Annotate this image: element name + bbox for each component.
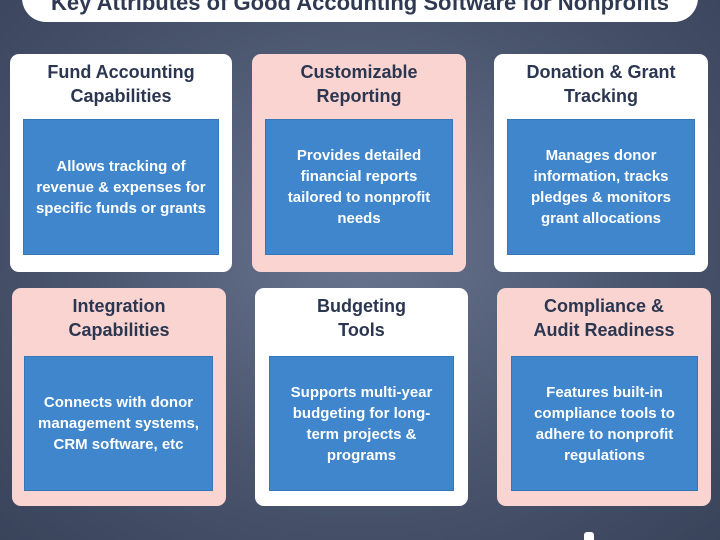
card-title-line1: Donation & Grant [526,62,676,82]
card-title-line2: Reporting [316,86,402,106]
card-title-line2: Capabilities [70,86,172,106]
card-description: Connects with donor management systems, … [24,356,213,491]
card-title: Compliance & Audit Readiness [497,292,711,344]
card-title-line2: Tracking [563,86,639,106]
card-title-line1: Budgeting [317,296,406,316]
page-title-text: Key Attributes of Good Accounting Softwa… [50,0,670,15]
card-title-line1: Fund Accounting [47,62,195,82]
card-compliance-audit: Compliance & Audit Readiness Features bu… [497,288,711,506]
card-title-line2: Capabilities [68,320,170,340]
card-title: Budgeting Tools [255,292,468,344]
card-description: Allows tracking of revenue & expenses fo… [23,119,219,255]
card-description: Features built-in compliance tools to ad… [511,356,698,491]
card-title-line2: Audit Readiness [533,320,675,340]
card-title-line1: Customizable [300,62,418,82]
card-title-line2: Tools [338,320,385,340]
card-fund-accounting: Fund Accounting Capabilities Allows trac… [10,54,232,272]
card-title-line1: Integration [72,296,166,316]
card-budgeting-tools: Budgeting Tools Supports multi-year budg… [255,288,468,506]
card-description: Supports multi-year budgeting for long-t… [269,356,454,491]
card-donation-grant-tracking: Donation & Grant Tracking Manages donor … [494,54,708,272]
card-description: Provides detailed financial reports tail… [265,119,453,255]
card-integration-capabilities: Integration Capabilities Connects with d… [12,288,226,506]
card-customizable-reporting: Customizable Reporting Provides detailed… [252,54,466,272]
card-title: Donation & Grant Tracking [494,58,708,110]
card-title: Fund Accounting Capabilities [10,58,232,110]
card-title: Customizable Reporting [252,58,466,110]
logo-mark [584,532,594,540]
page-title: Key Attributes of Good Accounting Softwa… [22,0,698,22]
card-title-line1: Compliance & [543,296,665,316]
card-description: Manages donor information, tracks pledge… [507,119,695,255]
card-title: Integration Capabilities [12,292,226,344]
